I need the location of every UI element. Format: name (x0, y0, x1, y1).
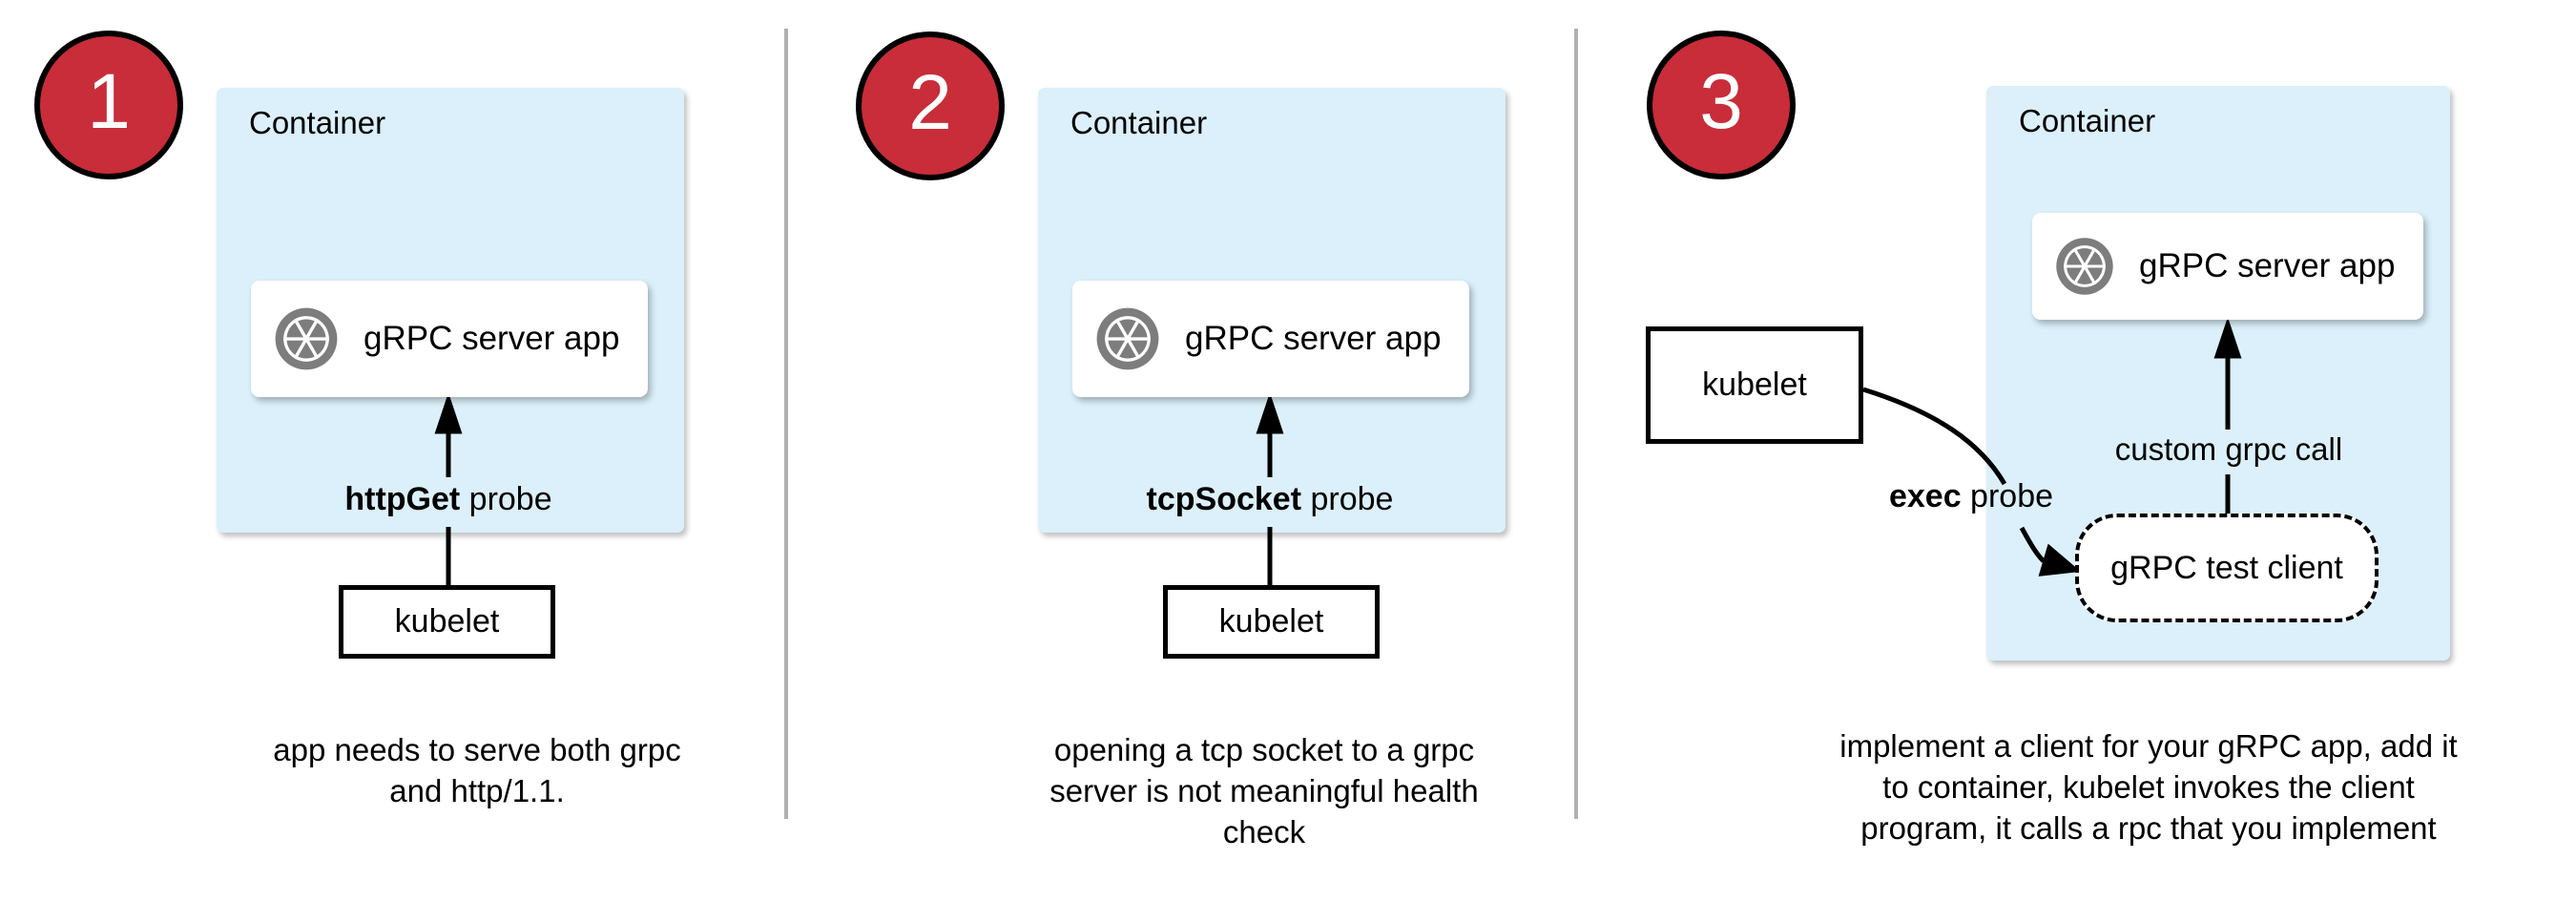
caption-line: app needs to serve both grpc (273, 732, 681, 767)
probe-word: probe (1961, 478, 2054, 514)
kubelet-label: kubelet (394, 603, 500, 640)
probe-label-2: tcpSocket probe (1127, 481, 1413, 518)
step-badge-3: 3 (1647, 31, 1796, 179)
grpc-server-app-label: gRPC server app (2139, 247, 2396, 284)
step-number: 2 (908, 59, 952, 146)
caption-line: server is not meaningful health (1049, 773, 1479, 808)
step-badge-1: 1 (34, 31, 183, 179)
caption-2: opening a tcp socket to a grpc server is… (1016, 729, 1512, 852)
grpc-server-app-label: gRPC server app (1185, 320, 1442, 357)
grpc-test-client-label: gRPC test client (2110, 549, 2343, 586)
caption-line: check (1222, 814, 1306, 850)
step-number: 1 (87, 58, 131, 145)
step-badge-2: 2 (856, 31, 1005, 180)
caption-line: to container, kubelet invokes the client (1882, 769, 2415, 805)
probe-label-3: exec probe (1828, 478, 2114, 515)
probe-type: httpGet (344, 481, 461, 517)
panel-divider-1 (784, 29, 788, 819)
probe-type: exec (1888, 478, 1962, 514)
kubelet-node-1: kubelet (339, 585, 555, 659)
caption-line: and http/1.1. (389, 773, 565, 808)
caption-line: implement a client for your gRPC app, ad… (1839, 728, 2458, 764)
caption-line: program, it calls a rpc that you impleme… (1860, 810, 2437, 846)
grpc-server-app-node-2: gRPC server app (1072, 281, 1469, 397)
grpc-server-app-node-3: gRPC server app (2032, 213, 2423, 320)
kubelet-node-2: kubelet (1163, 585, 1380, 659)
probe-word: probe (460, 481, 552, 517)
panel-divider-2 (1574, 29, 1578, 819)
kubelet-label: kubelet (1218, 603, 1324, 640)
caption-1: app needs to serve both grpc and http/1.… (229, 729, 725, 811)
kubelet-node-3: kubelet (1646, 326, 1863, 444)
step-number: 3 (1699, 58, 1743, 145)
container-label: Container (1070, 105, 1208, 140)
grpc-server-app-label: gRPC server app (364, 320, 620, 357)
probe-label-1: httpGet probe (305, 481, 592, 518)
camera-aperture-icon (1096, 307, 1159, 370)
kubelet-label: kubelet (1702, 367, 1807, 403)
grpc-server-app-node-1: gRPC server app (251, 281, 648, 397)
probe-word: probe (1301, 481, 1394, 517)
container-label: Container (2019, 103, 2156, 138)
custom-grpc-call-label: custom grpc call (2114, 431, 2343, 467)
caption-3: implement a client for your gRPC app, ad… (1815, 725, 2483, 849)
caption-line: opening a tcp socket to a grpc (1053, 732, 1475, 767)
grpc-test-client-node: gRPC test client (2075, 514, 2379, 622)
camera-aperture-icon (275, 307, 338, 370)
container-label: Container (249, 105, 386, 140)
camera-aperture-icon (2056, 238, 2113, 295)
probe-type: tcpSocket (1146, 481, 1302, 517)
